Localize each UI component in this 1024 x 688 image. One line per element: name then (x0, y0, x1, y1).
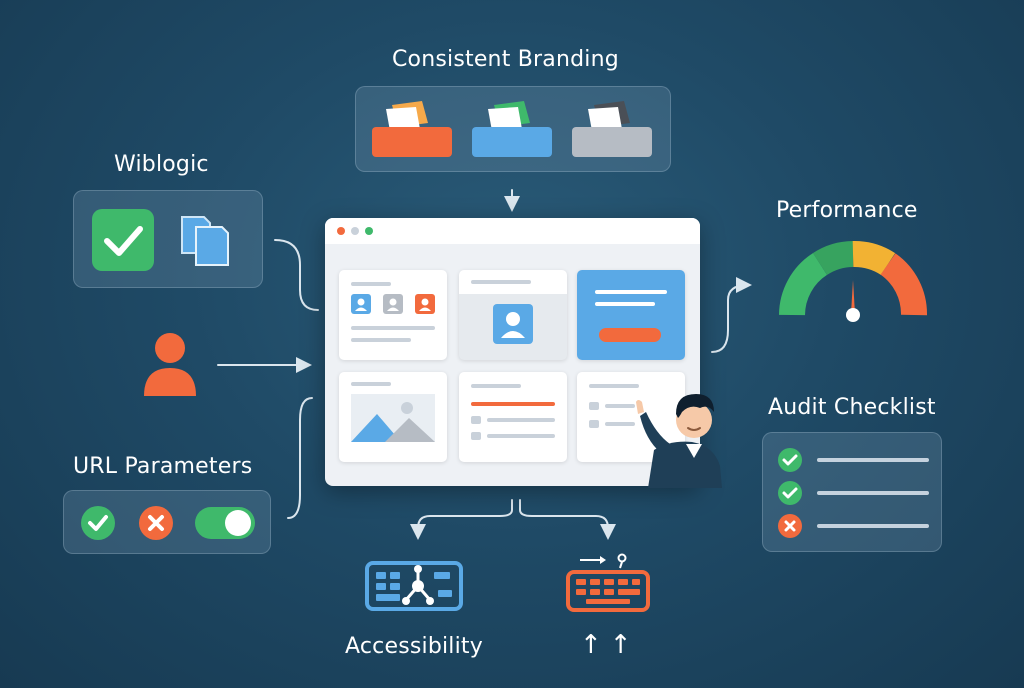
browser-toolbar (325, 218, 700, 244)
keyboard-icon (566, 553, 650, 612)
performance-label: Performance (776, 198, 918, 223)
arrow-performance (711, 277, 752, 353)
content-card-image (339, 372, 447, 462)
up-arrows-text: ↑↑ (580, 630, 640, 660)
audit-checklist-panel (762, 432, 942, 552)
x-circle-icon (139, 506, 173, 540)
url-parameters-label: URL Parameters (73, 454, 253, 479)
toggle-switch-icon[interactable] (194, 505, 256, 541)
keyboard-network-icon (365, 561, 463, 611)
accessibility-label: Accessibility (345, 634, 483, 659)
website-mockup (325, 218, 700, 486)
cta-button[interactable] (599, 328, 661, 342)
arrow-url-params (287, 397, 313, 519)
profile-icon (415, 294, 435, 314)
url-parameters-panel (63, 490, 271, 554)
content-card-profiles (339, 270, 447, 360)
profile-icon (351, 294, 371, 314)
user-icon (144, 333, 196, 396)
content-card-avatar (459, 270, 567, 360)
arrow-wiblogic (274, 239, 319, 311)
audit-checklist-label: Audit Checklist (768, 395, 936, 420)
green-check-icon (92, 209, 154, 271)
consistent-branding-label: Consistent Branding (392, 47, 619, 72)
content-card-list (459, 372, 567, 462)
person-pointing-illustration (636, 394, 722, 488)
content-card-cta (577, 270, 685, 360)
orange-folder-icon (372, 101, 452, 157)
file-copy-icon (181, 216, 229, 266)
wiblogic-label: Wiblogic (114, 152, 209, 177)
image-placeholder-icon (351, 394, 435, 442)
x-circle-icon (778, 514, 802, 538)
browser-dot-gray (351, 227, 359, 235)
branding-panel (355, 86, 671, 172)
check-circle-icon (778, 448, 802, 472)
checklist-line (817, 458, 929, 462)
checklist-line (817, 524, 929, 528)
profile-icon (383, 294, 403, 314)
browser-dot-green (365, 227, 373, 235)
browser-dot-red (337, 227, 345, 235)
checklist-line (817, 491, 929, 495)
gauge-icon (779, 241, 927, 322)
blue-folder-icon (472, 101, 552, 157)
check-circle-icon (81, 506, 115, 540)
wiblogic-panel (73, 190, 263, 288)
gray-folder-icon (572, 101, 652, 157)
check-circle-icon (778, 481, 802, 505)
arrow-accessibility (410, 499, 513, 540)
arrow-keyboard (519, 499, 616, 540)
avatar-icon (493, 304, 533, 344)
